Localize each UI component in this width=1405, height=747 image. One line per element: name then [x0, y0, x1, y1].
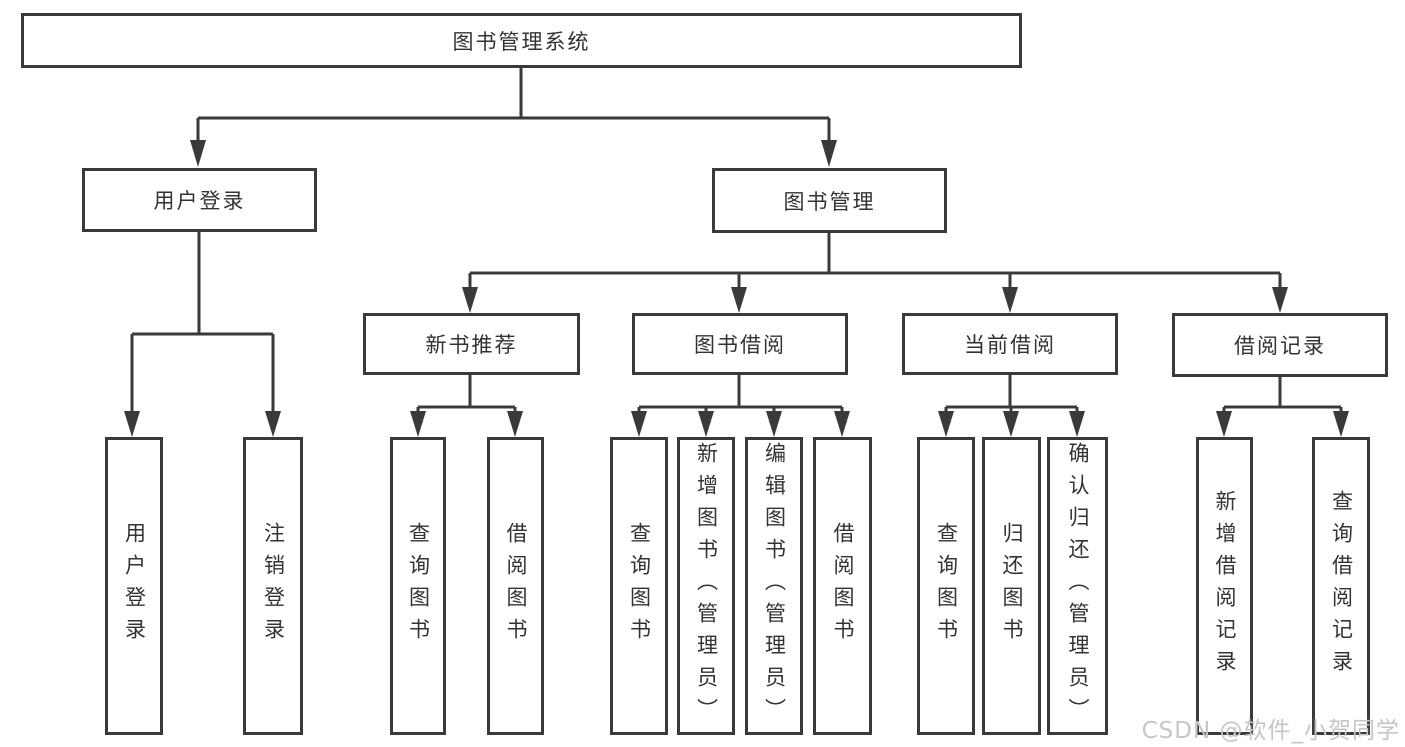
node-label: 图书管理	[783, 189, 876, 214]
arrowheads	[124, 140, 1349, 437]
node-new-book-recommend: 新书推荐	[363, 313, 580, 375]
arrow-icon	[1272, 287, 1288, 313]
leaf-label: 借阅图书	[504, 522, 528, 650]
arrow-icon	[698, 411, 714, 437]
node-current-borrow: 当前借阅	[902, 313, 1118, 375]
node-borrow-records: 借阅记录	[1172, 313, 1388, 377]
leaf-return-books: 归还图书	[982, 437, 1041, 735]
leaf-add-books-admin: 新增图书（管理员）	[677, 437, 735, 735]
watermark: CSDN @软件_小贺同学	[1141, 718, 1400, 744]
arrow-icon	[1003, 411, 1019, 437]
connector-user-login	[130, 231, 275, 414]
arrow-icon	[631, 411, 647, 437]
leaf-label: 查询借阅记录	[1329, 490, 1354, 682]
node-label: 借阅记录	[1234, 334, 1326, 358]
connector-new-book-recommend	[416, 373, 517, 414]
leaf-query-books-current: 查询图书	[917, 437, 975, 735]
leaf-label: 借阅图书	[831, 522, 855, 650]
arrow-icon	[462, 287, 478, 313]
connector-current-borrow	[944, 373, 1079, 414]
leaf-query-books-borrow: 查询图书	[610, 437, 668, 735]
connector-root	[196, 66, 831, 142]
leaf-logout: 注销登录	[243, 437, 303, 735]
leaf-label: 查询图书	[406, 522, 431, 650]
node-label: 新书推荐	[425, 333, 518, 357]
arrow-icon	[265, 411, 281, 437]
arrow-icon	[190, 140, 206, 167]
node-label: 用户登录	[153, 189, 246, 213]
node-label: 当前借阅	[964, 333, 1056, 357]
leaf-confirm-return-admin: 确认归还（管理员）	[1047, 437, 1108, 735]
leaf-edit-books-admin: 编辑图书（管理员）	[745, 437, 803, 735]
connector-borrow-records	[1222, 373, 1343, 414]
arrow-icon	[766, 411, 782, 437]
leaf-label: 注销登录	[261, 522, 286, 650]
node-book-management: 图书管理	[712, 168, 947, 233]
node-book-borrow: 图书借阅	[632, 313, 848, 375]
leaf-borrow-books-recommend: 借阅图书	[487, 437, 544, 735]
arrow-icon	[410, 411, 426, 437]
leaf-borrow-books-borrow: 借阅图书	[813, 437, 872, 735]
leaf-query-books-recommend: 查询图书	[390, 437, 446, 735]
connector-book-management	[468, 231, 1282, 290]
arrow-icon	[834, 411, 850, 437]
leaf-query-borrow-record: 查询借阅记录	[1312, 437, 1370, 735]
leaf-user-login: 用户登录	[105, 437, 163, 735]
leaf-label: 查询图书	[627, 522, 652, 650]
leaf-label: 用户登录	[122, 522, 147, 650]
node-root: 图书管理系统	[21, 13, 1022, 68]
leaf-label: 归还图书	[1000, 522, 1024, 650]
node-label: 图书管理系统	[452, 29, 591, 54]
leaf-add-borrow-record: 新增借阅记录	[1196, 437, 1253, 735]
arrow-icon	[1216, 411, 1232, 437]
node-user-login: 用户登录	[82, 168, 317, 232]
arrow-icon	[731, 287, 747, 313]
arrow-icon	[1069, 411, 1085, 437]
connector-book-borrow	[637, 373, 844, 414]
arrow-icon	[938, 411, 954, 437]
leaf-label: 确认归还（管理员）	[1066, 442, 1090, 730]
leaf-label: 编辑图书（管理员）	[762, 442, 787, 730]
leaf-label: 新增图书（管理员）	[694, 442, 719, 730]
arrow-icon	[1002, 287, 1018, 313]
arrow-icon	[821, 140, 837, 167]
arrow-icon	[507, 411, 523, 437]
arrow-icon	[124, 411, 140, 437]
arrow-icon	[1333, 411, 1349, 437]
node-label: 图书借阅	[694, 333, 786, 357]
leaf-label: 查询图书	[934, 522, 959, 650]
leaf-label: 新增借阅记录	[1213, 490, 1237, 682]
